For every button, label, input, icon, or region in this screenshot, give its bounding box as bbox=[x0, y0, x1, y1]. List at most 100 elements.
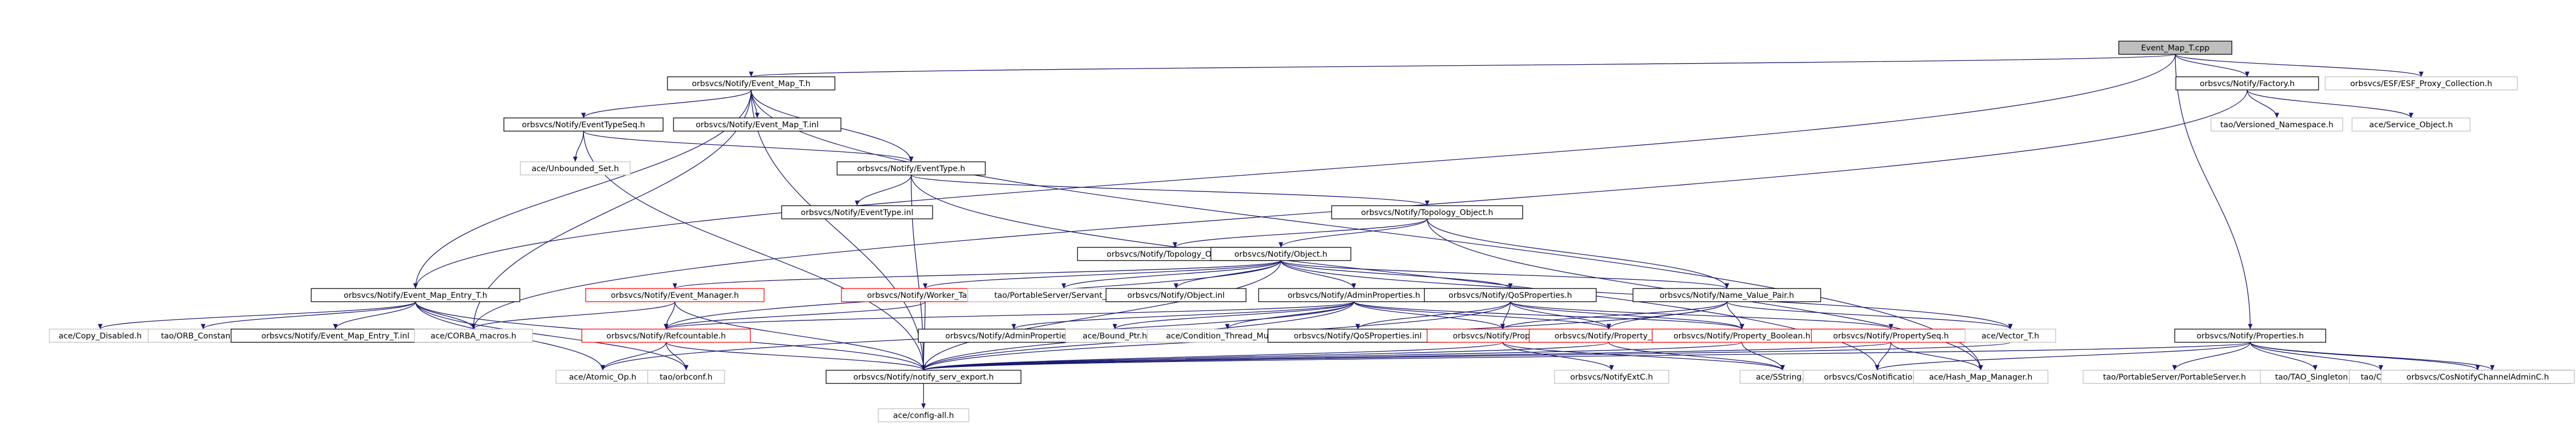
node-box bbox=[673, 117, 841, 132]
node-label: orbsvcs/Notify/Property_T.h bbox=[1554, 332, 1663, 341]
node-box bbox=[2210, 117, 2343, 132]
edge-evtype_h-to-evtype_inl bbox=[855, 174, 912, 206]
node-label: orbsvcs/Notify/EventTypeSeq.h bbox=[522, 121, 645, 129]
edge-topo_obj_h-to-nvp_h bbox=[1427, 218, 1730, 289]
edge-object_h-to-admin_props_h bbox=[1280, 260, 1356, 289]
node-config-all[interactable]: ace/config-all.h bbox=[878, 408, 969, 422]
node-label: ace/config-all.h bbox=[893, 411, 954, 420]
node-portable-server[interactable]: tao/PortableServer/PortableServer.h bbox=[2083, 370, 2266, 384]
node-eme-t-h[interactable]: orbsvcs/Notify/Event_Map_Entry_T.h bbox=[311, 288, 520, 302]
edge-emt_h-to-serv_export bbox=[750, 89, 926, 371]
node-label: orbsvcs/Notify/Refcountable.h bbox=[607, 332, 726, 341]
node-copy-disabled[interactable]: ace/Copy_Disabled.h bbox=[49, 329, 151, 343]
node-box bbox=[1913, 370, 2049, 384]
edge-property_t_h-to-serv_export bbox=[921, 342, 1609, 371]
edge-admin_props_h-to-admin_props_inl bbox=[1012, 301, 1355, 330]
node-label: tao/orbconf.h bbox=[660, 373, 712, 382]
node-nvp-h[interactable]: orbsvcs/Notify/Name_Value_Pair.h bbox=[1632, 288, 1821, 302]
node-emt-inl[interactable]: orbsvcs/Notify/Event_Map_T.inl bbox=[673, 117, 841, 132]
edge-admin_props_h-to-property_h bbox=[1353, 301, 1505, 330]
node-label: orbsvcs/Notify/Factory.h bbox=[2199, 80, 2294, 88]
edge-property_seq_h-to-cos_notif_c bbox=[1875, 342, 1892, 371]
node-box bbox=[49, 329, 151, 343]
node-evtypeseq-h[interactable]: orbsvcs/Notify/EventTypeSeq.h bbox=[503, 117, 664, 132]
edge-topo_obj_h-to-topo_obj_inl bbox=[1172, 218, 1428, 248]
edge-object_h-to-servant_base bbox=[1062, 260, 1282, 289]
node-object-h[interactable]: orbsvcs/Notify/Object.h bbox=[1210, 247, 1351, 261]
node-factory-h[interactable]: orbsvcs/Notify/Factory.h bbox=[2175, 76, 2319, 91]
node-emt-h[interactable]: orbsvcs/Notify/Event_Map_T.h bbox=[667, 76, 835, 91]
node-qos-props-inl[interactable]: orbsvcs/Notify/QoSProperties.inl bbox=[1267, 329, 1448, 343]
edge-property_h-to-serv_export bbox=[921, 342, 1503, 371]
node-label: orbsvcs/Notify/Event_Manager.h bbox=[611, 291, 739, 300]
node-event-mgr-h[interactable]: orbsvcs/Notify/Event_Manager.h bbox=[585, 288, 765, 302]
node-label: orbsvcs/Notify/Event_Map_Entry_T.inl bbox=[261, 332, 409, 341]
node-properties-h[interactable]: orbsvcs/Notify/Properties.h bbox=[2174, 329, 2326, 343]
node-label: orbsvcs/Notify/Properties.h bbox=[2197, 332, 2304, 341]
node-topo-obj-h[interactable]: orbsvcs/Notify/Topology_Object.h bbox=[1331, 205, 1523, 219]
edge-property_bool_h-to-serv_export bbox=[921, 342, 1743, 371]
node-evtype-inl[interactable]: orbsvcs/Notify/EventType.inl bbox=[781, 205, 933, 219]
node-box bbox=[2118, 41, 2232, 55]
node-label: ace/Unbounded_Set.h bbox=[531, 165, 619, 173]
edge-admin_props_h-to-bound_ptr bbox=[1113, 301, 1355, 330]
edge-object_h-to-qos_props_h bbox=[1280, 260, 1513, 289]
edge-evtypeseq_h-to-evtype_h bbox=[583, 131, 913, 162]
node-qos-props-h[interactable]: orbsvcs/Notify/QoSProperties.h bbox=[1424, 288, 1597, 302]
node-extc-h[interactable]: orbsvcs/NotifyExtC.h bbox=[1554, 370, 1669, 384]
node-label: ace/SString.h bbox=[1756, 373, 1809, 382]
edge-root-to-properties_h bbox=[2175, 54, 2253, 330]
edge-property_bool_h-to-sstring bbox=[1741, 342, 1785, 371]
node-refcountable-h[interactable]: orbsvcs/Notify/Refcountable.h bbox=[581, 329, 751, 343]
node-orbconf[interactable]: tao/orbconf.h bbox=[647, 370, 725, 384]
node-label: orbsvcs/Notify/Topology_Object.h bbox=[1361, 208, 1494, 217]
node-atomic-op[interactable]: ace/Atomic_Op.h bbox=[555, 370, 650, 384]
node-label: orbsvcs/Notify/AdminProperties.inl bbox=[945, 332, 1082, 341]
node-label: orbsvcs/Notify/Property_Boolean.h bbox=[1674, 332, 1810, 341]
node-cos-notify-admin[interactable]: orbsvcs/CosNotifyChannelAdminC.h bbox=[2381, 370, 2575, 384]
node-property-bool-h[interactable]: orbsvcs/Notify/Property_Boolean.h bbox=[1652, 329, 1832, 343]
node-label: orbsvcs/Notify/Worker_Task.h bbox=[867, 291, 984, 300]
edge-property_t_h-to-sstring bbox=[1608, 342, 1785, 371]
edge-eme_t_h-to-orbconf bbox=[415, 301, 689, 371]
edge-root-to-esf_proxy bbox=[2175, 54, 2423, 77]
node-serv-export[interactable]: orbsvcs/Notify/notify_serv_export.h bbox=[826, 370, 1022, 384]
edge-qos_props_h-to-property_bool_h bbox=[1509, 301, 1744, 330]
edge-qos_props_h-to-property_t_h bbox=[1509, 301, 1612, 330]
node-box bbox=[555, 370, 650, 384]
node-esf-proxy[interactable]: orbsvcs/ESF/ESF_Proxy_Collection.h bbox=[2325, 76, 2518, 91]
node-evtype-h[interactable]: orbsvcs/Notify/EventType.h bbox=[837, 161, 986, 176]
node-label: orbsvcs/Notify/notify_serv_export.h bbox=[854, 373, 994, 382]
edge-properties_h-to-cos_notify_admin bbox=[2249, 342, 2480, 371]
edge-nvp_h-to-property_bool_h bbox=[1726, 301, 1744, 330]
node-box bbox=[1210, 247, 1351, 261]
node-corba-macros[interactable]: ace/CORBA_macros.h bbox=[414, 329, 533, 343]
node-box bbox=[2083, 370, 2266, 384]
edge-eme_t_h-to-orb_constants bbox=[201, 301, 416, 330]
node-label: ace/Atomic_Op.h bbox=[569, 373, 637, 382]
node-service-obj[interactable]: ace/Service_Object.h bbox=[2351, 117, 2471, 132]
node-label: orbsvcs/Notify/QoSProperties.h bbox=[1449, 291, 1572, 300]
node-cond-thread-mutex[interactable]: ace/Condition_Thread_Mutex.h bbox=[1147, 329, 1308, 343]
node-eme-t-inl[interactable]: orbsvcs/Notify/Event_Map_Entry_T.inl bbox=[231, 329, 440, 343]
node-object-inl[interactable]: orbsvcs/Notify/Object.inl bbox=[1105, 288, 1247, 302]
node-versioned-ns[interactable]: tao/Versioned_Namespace.h bbox=[2210, 117, 2343, 132]
edge-admin_props_h-to-property_t_h bbox=[1353, 301, 1611, 330]
edge-properties_h-to-portable_server bbox=[2172, 342, 2251, 371]
node-label: orbsvcs/Notify/Event_Map_T.h bbox=[692, 80, 811, 88]
edge-event_mgr_h-to-corba_macros bbox=[471, 301, 676, 330]
node-hash-map-mgr[interactable]: ace/Hash_Map_Manager.h bbox=[1913, 370, 2049, 384]
edge-layer bbox=[98, 54, 2495, 409]
edge-factory_h-to-versioned_ns bbox=[2247, 89, 2280, 118]
node-admin-props-h[interactable]: orbsvcs/Notify/AdminProperties.h bbox=[1258, 288, 1450, 302]
node-unbounded-set[interactable]: ace/Unbounded_Set.h bbox=[520, 161, 631, 176]
edge-nvp_h-to-vector_t bbox=[1726, 301, 2013, 330]
edge-event_mgr_h-to-serv_export bbox=[674, 301, 926, 371]
edge-object_h-to-worker_task_h bbox=[923, 260, 1282, 289]
node-property-seq-h[interactable]: orbsvcs/Notify/PropertySeq.h bbox=[1811, 329, 1971, 343]
edge-topo_obj_h-to-object_h bbox=[1278, 218, 1428, 248]
edge-factory_h-to-service_obj bbox=[2247, 89, 2414, 118]
node-label: orbsvcs/Notify/EventType.inl bbox=[801, 208, 913, 217]
node-label: orbsvcs/Notify/Topology_Object.inl bbox=[1107, 250, 1243, 259]
node-vector-t[interactable]: ace/Vector_T.h bbox=[1965, 329, 2056, 343]
